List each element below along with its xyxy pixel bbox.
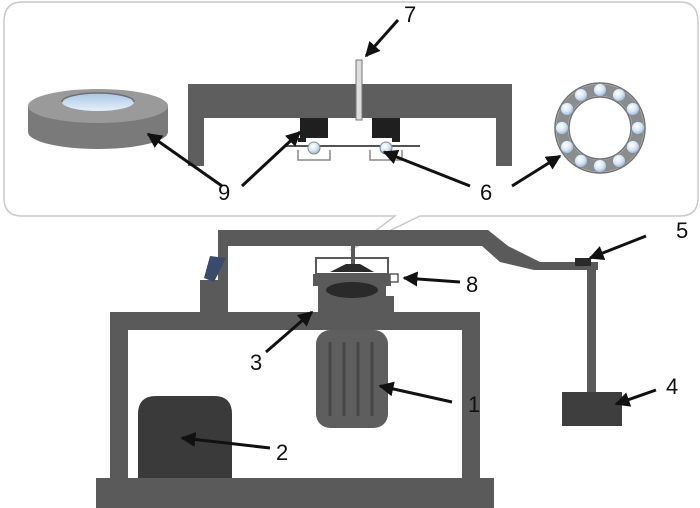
motor [316, 330, 388, 428]
label-4: 4 [666, 374, 678, 399]
arrow-4 [614, 388, 657, 407]
arrow-6a [382, 149, 471, 188]
bearing-ball [626, 102, 640, 116]
bearing-ball [593, 159, 607, 173]
bearing-ball [631, 121, 645, 135]
label-6: 6 [480, 180, 492, 205]
arm-joint [204, 256, 226, 282]
label-9: 9 [218, 180, 230, 205]
arrow-6b [511, 154, 562, 188]
bearing-ball [574, 88, 588, 102]
bearing-balls [555, 83, 645, 173]
bearing-ball [612, 88, 626, 102]
arrow-1 [378, 381, 453, 404]
label-8: 8 [466, 272, 478, 297]
counter-ring-disc [28, 89, 168, 149]
arrow-9b [240, 130, 302, 188]
label-3: 3 [250, 350, 262, 375]
label-2: 2 [276, 440, 288, 465]
arrow-5 [588, 234, 647, 261]
bearing-ball [626, 140, 640, 154]
machine-frame [96, 230, 598, 508]
arrow-2 [180, 432, 271, 450]
bearing-ball [612, 153, 626, 168]
bearing-ball [560, 102, 574, 116]
arrow-9a [146, 132, 223, 188]
bearing-ball [574, 153, 588, 168]
load-pivot [575, 258, 591, 266]
bearing-ball [593, 83, 607, 97]
label-5: 5 [676, 218, 688, 243]
loading-weight [562, 392, 622, 426]
bearing-ball [555, 121, 569, 135]
label-1: 1 [468, 392, 480, 417]
arrow-7 [364, 19, 400, 58]
arrow-8 [402, 271, 461, 287]
arrow-3 [265, 310, 314, 354]
test-cell [313, 240, 399, 312]
arrows [146, 19, 657, 450]
label-7: 7 [404, 2, 416, 27]
bearing-ball [560, 140, 574, 154]
